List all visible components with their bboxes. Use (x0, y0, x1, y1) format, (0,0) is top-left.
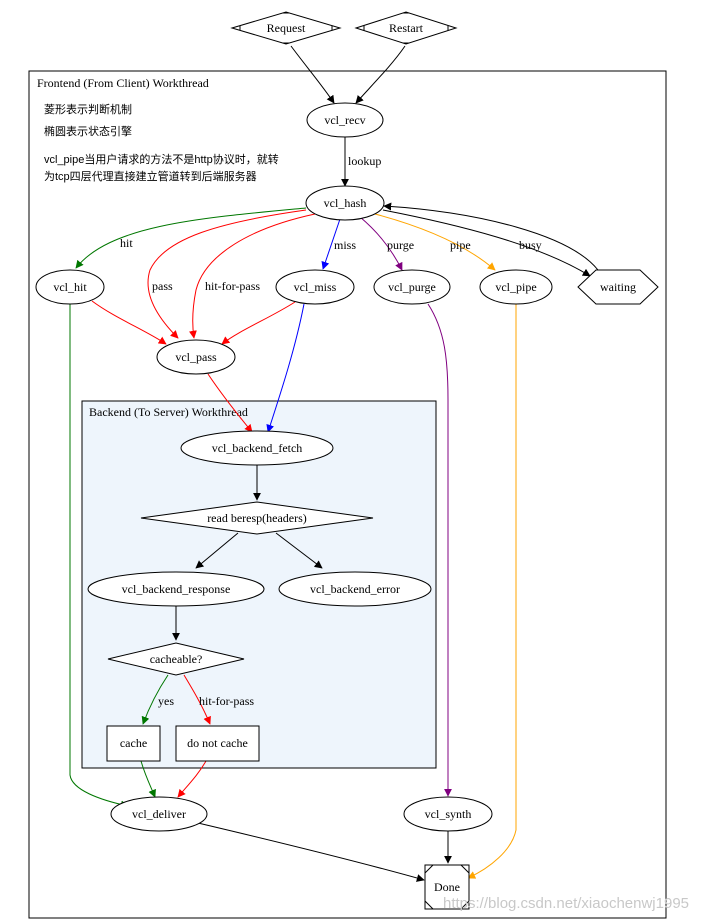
node-cacheable: cacheable? (107, 642, 245, 676)
edge-pass-fetch (207, 373, 253, 433)
node-vcl-hash: vcl_hash (305, 185, 385, 221)
edge-label-miss: miss (334, 238, 356, 252)
node-vcl-backend-response-label: vcl_backend_response (122, 582, 231, 596)
node-vcl-backend-error: vcl_backend_error (278, 571, 432, 607)
node-vcl-purge-label: vcl_purge (388, 280, 436, 294)
node-do-not-cache: do not cache (175, 725, 260, 762)
watermark-text: https://blog.csdn.net/xiaochenwj1995 (443, 895, 689, 912)
frontend-cluster-label: Frontend (From Client) Workthread (37, 76, 209, 90)
edge-restart-recv (355, 45, 406, 104)
node-read-beresp: read beresp(headers) (140, 501, 374, 535)
node-done-label: Done (434, 880, 460, 894)
note-pipe-line1: vcl_pipe当用户请求的方法不是http协议时，就转 (44, 152, 279, 166)
node-cache-label: cache (120, 736, 147, 750)
node-vcl-miss-label: vcl_miss (294, 280, 337, 294)
note-ellipse: 椭圆表示状态引擎 (44, 124, 132, 138)
edge-hit-deliver (69, 304, 129, 809)
node-vcl-pipe: vcl_pipe (479, 269, 553, 305)
node-cache: cache (106, 725, 161, 762)
node-vcl-hit-label: vcl_hit (53, 280, 87, 294)
node-cacheable-label: cacheable? (150, 652, 203, 666)
note-pipe-line2: 为tcp四层代理直接建立管道转到后端服务器 (44, 169, 257, 183)
node-request-label: Request (267, 21, 306, 35)
node-vcl-synth-label: vcl_synth (425, 807, 472, 821)
node-vcl-synth: vcl_synth (403, 796, 493, 832)
node-waiting-label: waiting (600, 280, 636, 294)
node-vcl-recv-label: vcl_recv (324, 113, 365, 127)
node-vcl-deliver: vcl_deliver (110, 796, 208, 832)
node-restart-label: Restart (389, 21, 424, 35)
edge-hash-pass (147, 209, 307, 339)
edge-pipe-done (467, 304, 517, 879)
edge-hash-pipe (374, 213, 496, 271)
node-vcl-hit: vcl_hit (35, 269, 105, 305)
edge-waiting-hash (383, 202, 599, 271)
edge-purge-synth (427, 303, 452, 797)
edge-beresp-response (195, 532, 239, 569)
backend-cluster-label: Backend (To Server) Workthread (89, 405, 248, 419)
edge-label-pipe: pipe (450, 238, 471, 252)
edge-hash-hit (75, 207, 307, 269)
node-restart: Restart (354, 11, 458, 45)
node-vcl-purge: vcl_purge (373, 269, 451, 305)
node-done: Done (424, 864, 470, 910)
edge-label-hit: hit (120, 236, 133, 250)
node-request: Request (230, 11, 342, 45)
edge-label-purge: purge (387, 238, 414, 252)
edge-label-yes: yes (158, 694, 174, 708)
edge-label-cacheable-hit-for-pass: hit-for-pass (199, 694, 254, 708)
edge-donotcache-deliver (177, 760, 207, 798)
note-diamond: 菱形表示判断机制 (44, 102, 132, 116)
edge-label-hit-for-pass: hit-for-pass (205, 279, 260, 293)
edge-beresp-error (275, 532, 323, 569)
edge-hash-waiting (382, 209, 591, 277)
edge-miss-pass (221, 301, 296, 345)
edge-label-busy: busy (519, 238, 542, 252)
node-do-not-cache-label: do not cache (187, 736, 248, 750)
edge-hit-pass (91, 300, 167, 345)
edge-cacheable-donotcache (183, 674, 211, 725)
edge-hash-purge (359, 216, 403, 271)
node-vcl-recv: vcl_recv (306, 102, 384, 138)
node-read-beresp-label: read beresp(headers) (207, 511, 307, 525)
edge-cacheable-cache (141, 674, 169, 725)
node-vcl-miss: vcl_miss (275, 269, 355, 305)
edge-request-recv (290, 45, 335, 104)
edge-label-pass: pass (152, 279, 173, 293)
edge-cache-deliver (140, 760, 156, 798)
node-vcl-deliver-label: vcl_deliver (132, 807, 186, 821)
node-vcl-hash-label: vcl_hash (324, 196, 367, 210)
node-vcl-pass-label: vcl_pass (175, 350, 217, 364)
node-vcl-pass: vcl_pass (156, 339, 236, 375)
edge-label-lookup: lookup (348, 154, 381, 168)
edge-miss-fetch (266, 303, 305, 433)
node-vcl-backend-fetch: vcl_backend_fetch (180, 430, 334, 466)
node-vcl-backend-error-label: vcl_backend_error (310, 582, 400, 596)
edge-hash-miss (321, 218, 341, 270)
edge-deliver-done (197, 822, 425, 882)
node-waiting: waiting (577, 269, 659, 305)
node-vcl-backend-response: vcl_backend_response (87, 571, 265, 607)
node-vcl-backend-fetch-label: vcl_backend_fetch (212, 441, 303, 455)
node-vcl-pipe-label: vcl_pipe (495, 280, 536, 294)
edge-hash-pass-hfp (188, 213, 316, 339)
